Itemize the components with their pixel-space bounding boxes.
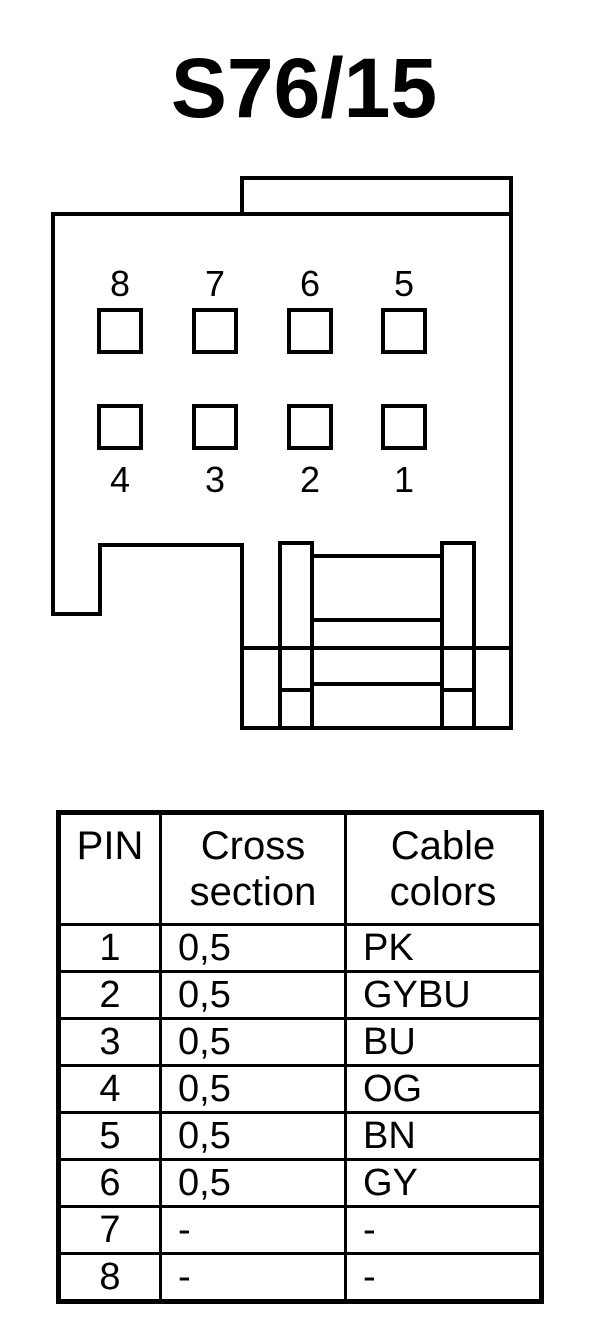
pin-label-5: 5 xyxy=(394,263,414,304)
cell-cable-color: BN xyxy=(344,1111,543,1161)
cell-pin: 1 xyxy=(57,923,162,973)
connector-title: S76/15 xyxy=(170,41,438,135)
cell-pin: 6 xyxy=(57,1158,162,1208)
pin-label-8: 8 xyxy=(110,263,130,304)
cell-pin: 4 xyxy=(57,1064,162,1114)
pin-label-6: 6 xyxy=(300,263,320,304)
cell-cross-section: 0,5 xyxy=(159,923,347,973)
cell-cable-color: OG xyxy=(344,1064,543,1114)
pin-label-3: 3 xyxy=(205,459,225,500)
cell-cross-section: 0,5 xyxy=(159,1111,347,1161)
table-row: 1 0,5 PK xyxy=(57,923,543,973)
latch-post-left xyxy=(278,541,314,730)
cell-cross-section: 0,5 xyxy=(159,1064,347,1114)
cell-cross-section: - xyxy=(159,1205,347,1255)
pin-socket-2 xyxy=(287,404,333,450)
table-row: 6 0,5 GY xyxy=(57,1158,543,1208)
cell-cross-section: 0,5 xyxy=(159,970,347,1020)
table-header-row: PIN Cross section Cable colors xyxy=(57,811,543,926)
cell-pin: 2 xyxy=(57,970,162,1020)
header-cable-colors: Cable colors xyxy=(344,811,543,926)
pin-socket-8 xyxy=(97,308,143,354)
connector-housing-outline xyxy=(51,176,513,730)
cell-pin: 5 xyxy=(57,1111,162,1161)
pin-socket-4 xyxy=(97,404,143,450)
cell-cross-section: 0,5 xyxy=(159,1017,347,1067)
connector-diagram: 8 7 6 5 4 3 2 1 xyxy=(51,176,513,730)
cell-cable-color: GYBU xyxy=(344,970,543,1020)
pin-socket-1 xyxy=(381,404,427,450)
cell-cable-color: BU xyxy=(344,1017,543,1067)
table-row: 3 0,5 BU xyxy=(57,1017,543,1067)
cell-cable-color: - xyxy=(344,1205,543,1255)
pin-socket-7 xyxy=(192,308,238,354)
pin-assignment-table: PIN Cross section Cable colors 1 0,5 PK … xyxy=(56,810,544,1304)
pin-label-2: 2 xyxy=(300,459,320,500)
table-row: 8 - - xyxy=(57,1252,543,1303)
cell-cross-section: 0,5 xyxy=(159,1158,347,1208)
table-row: 2 0,5 GYBU xyxy=(57,970,543,1020)
pin-label-7: 7 xyxy=(205,263,225,304)
cell-cross-section: - xyxy=(159,1252,347,1303)
latch-post-right xyxy=(440,541,476,730)
pin-socket-3 xyxy=(192,404,238,450)
cell-cable-color: PK xyxy=(344,923,543,973)
table-row: 7 - - xyxy=(57,1205,543,1255)
cell-cable-color: GY xyxy=(344,1158,543,1208)
table-row: 5 0,5 BN xyxy=(57,1111,543,1161)
cell-pin: 3 xyxy=(57,1017,162,1067)
table-row: 4 0,5 OG xyxy=(57,1064,543,1114)
header-cross-section: Cross section xyxy=(159,811,347,926)
cell-pin: 7 xyxy=(57,1205,162,1255)
pin-socket-6 xyxy=(287,308,333,354)
cell-cable-color: - xyxy=(344,1252,543,1303)
cell-pin: 8 xyxy=(57,1252,162,1303)
pin-label-4: 4 xyxy=(110,459,130,500)
header-pin: PIN xyxy=(57,811,162,926)
pin-socket-5 xyxy=(381,308,427,354)
pin-label-1: 1 xyxy=(394,459,414,500)
